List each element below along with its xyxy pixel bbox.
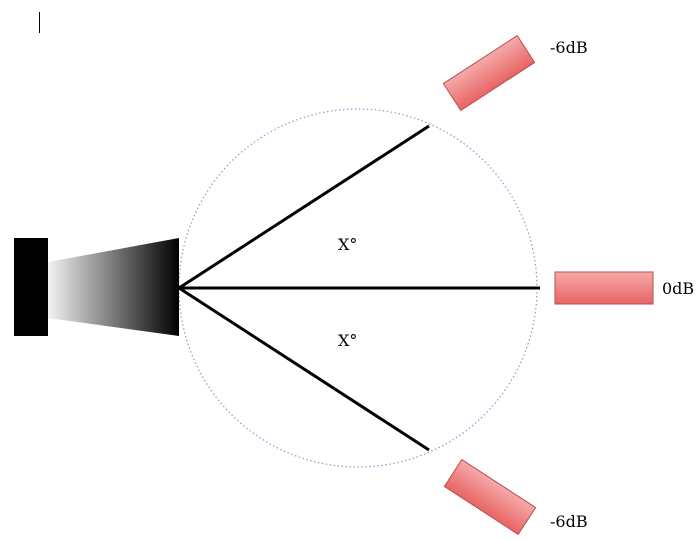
lower-angle-line [178,286,430,452]
target-block-center [554,271,654,305]
level-label-top: -6dB [550,38,588,57]
speaker-horn [48,238,179,336]
level-label-center: 0dB [662,279,694,298]
angle-label-top: X° [338,235,357,254]
speaker-icon [14,238,179,336]
text-cursor [39,12,40,33]
speaker-body [14,238,48,336]
upper-angle-line [178,124,430,290]
target-block-top [442,34,536,112]
target-block-bottom [443,458,537,536]
level-label-bottom: -6dB [550,512,588,531]
angle-label-bottom: X° [338,331,357,350]
